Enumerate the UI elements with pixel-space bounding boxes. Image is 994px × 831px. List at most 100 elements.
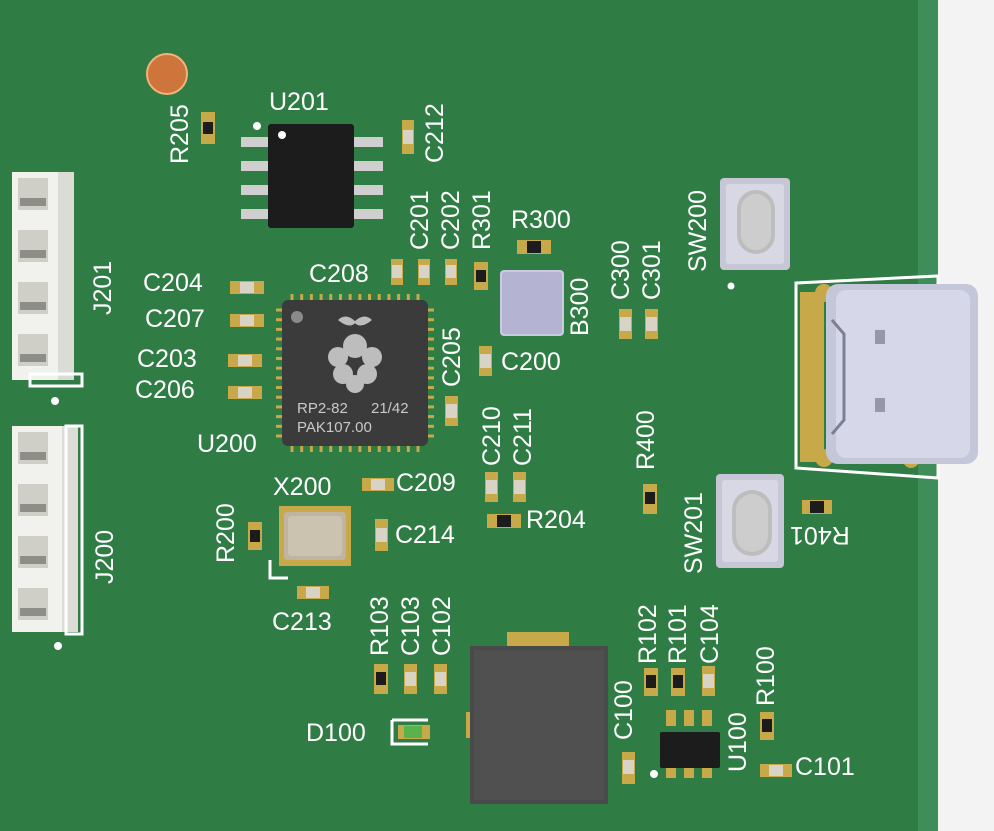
component-r301[interactable] xyxy=(474,262,488,290)
qfn-pin xyxy=(329,294,333,302)
qfn-pin xyxy=(387,444,391,452)
qfn-pin xyxy=(319,294,323,302)
component-u100[interactable] xyxy=(650,710,720,778)
qfn-pin xyxy=(338,444,342,452)
qfn-pin xyxy=(377,294,381,302)
component-c101[interactable] xyxy=(760,764,792,777)
silk-c212: C212 xyxy=(421,103,449,163)
qfn-pin xyxy=(368,444,372,452)
chip-marking-line1: RP2-82 xyxy=(297,400,348,417)
component-c100[interactable] xyxy=(622,752,635,784)
component-r103[interactable] xyxy=(374,664,388,694)
component-c206[interactable] xyxy=(228,386,262,399)
component-c300[interactable] xyxy=(619,309,632,339)
usb-c-connector[interactable] xyxy=(794,274,978,480)
component-c208[interactable] xyxy=(391,259,403,285)
qfn-pin xyxy=(368,294,372,302)
silk-c209: C209 xyxy=(396,469,456,497)
silk-c208: C208 xyxy=(309,260,369,288)
qfn-pin xyxy=(377,444,381,452)
component-c205[interactable] xyxy=(445,396,458,426)
component-c210[interactable] xyxy=(485,472,498,502)
qfn-pin xyxy=(416,294,420,302)
component-r204[interactable] xyxy=(487,514,521,528)
silk-c102: C102 xyxy=(428,596,456,656)
component-c204[interactable] xyxy=(230,281,264,294)
qfn-pin xyxy=(348,294,352,302)
silk-r100: R100 xyxy=(752,646,780,706)
component-c214[interactable] xyxy=(375,519,388,551)
qfn-pin xyxy=(276,386,284,390)
silk-c213: C213 xyxy=(272,608,332,636)
qfn-pin xyxy=(276,415,284,419)
silk-r301: R301 xyxy=(468,190,496,250)
component-c203[interactable] xyxy=(228,354,262,367)
qfn-pin xyxy=(387,294,391,302)
qfn-pin xyxy=(300,294,304,302)
connector-j201[interactable] xyxy=(12,172,84,405)
component-r401[interactable] xyxy=(802,500,832,514)
qfn-pin xyxy=(426,386,434,390)
silk-c211: C211 xyxy=(509,408,537,466)
component-c201[interactable] xyxy=(418,259,430,285)
silk-c300: C300 xyxy=(607,240,635,300)
component-c202[interactable] xyxy=(445,259,457,285)
component-c103[interactable] xyxy=(404,664,417,694)
component-d100[interactable] xyxy=(390,718,430,746)
qfn-pin xyxy=(406,444,410,452)
silk-u100: U100 xyxy=(724,712,752,772)
qfn-pin xyxy=(309,294,313,302)
component-x200[interactable] xyxy=(268,506,351,580)
component-u200[interactable]: RP2-82 21/42 PAK107.00 xyxy=(276,294,434,452)
silk-c201: C201 xyxy=(406,190,434,250)
qfn-pin xyxy=(276,337,284,341)
component-inductor[interactable] xyxy=(466,632,608,804)
component-c207[interactable] xyxy=(230,314,264,327)
component-r101[interactable] xyxy=(671,668,685,696)
qfn-pin xyxy=(348,444,352,452)
qfn-pin xyxy=(426,327,434,331)
silk-r102: R102 xyxy=(634,604,662,664)
qfn-pin xyxy=(397,294,401,302)
component-c212[interactable] xyxy=(402,120,414,154)
qfn-pin xyxy=(300,444,304,452)
chip-marking-line3: PAK107.00 xyxy=(297,419,372,436)
selection-marker[interactable] xyxy=(147,54,187,94)
qfn-pin xyxy=(426,366,434,370)
button-sw201[interactable] xyxy=(716,474,784,568)
button-sw200[interactable] xyxy=(720,178,790,290)
silk-c200: C200 xyxy=(501,348,561,376)
silk-b300: B300 xyxy=(566,277,594,336)
qfn-pin xyxy=(290,444,294,452)
component-r400[interactable] xyxy=(643,484,657,514)
component-c211[interactable] xyxy=(513,472,526,502)
component-c209[interactable] xyxy=(362,478,394,491)
component-r200[interactable] xyxy=(248,522,262,550)
component-u201[interactable] xyxy=(241,122,383,228)
silk-c214: C214 xyxy=(395,521,455,549)
silk-r204: R204 xyxy=(526,506,586,534)
component-r300[interactable] xyxy=(517,240,551,254)
component-r100[interactable] xyxy=(760,712,774,740)
silk-c301: C301 xyxy=(638,240,666,300)
silk-u201: U201 xyxy=(269,88,329,116)
qfn-pin xyxy=(276,434,284,438)
silk-c206: C206 xyxy=(135,376,195,404)
qfn-pin xyxy=(309,444,313,452)
silk-r103: R103 xyxy=(366,596,394,656)
component-c200[interactable] xyxy=(479,346,492,376)
qfn-pin xyxy=(276,356,284,360)
silk-c205: C205 xyxy=(438,327,466,387)
component-b300[interactable] xyxy=(500,270,564,336)
component-r102[interactable] xyxy=(644,668,658,696)
connector-j200[interactable] xyxy=(12,424,84,650)
component-c213[interactable] xyxy=(297,586,329,599)
component-c104[interactable] xyxy=(702,666,715,696)
component-r205[interactable] xyxy=(201,112,215,144)
silk-j200: J200 xyxy=(91,529,119,584)
component-c301[interactable] xyxy=(645,309,658,339)
component-c102[interactable] xyxy=(434,664,447,694)
qfn-pin xyxy=(329,444,333,452)
silk-sw200: SW200 xyxy=(684,190,712,272)
